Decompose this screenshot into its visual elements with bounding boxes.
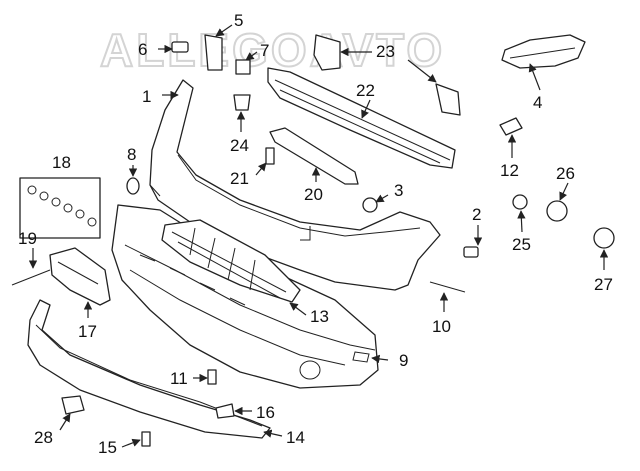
callout-4: 4 [533, 93, 542, 112]
callout-20: 20 [304, 185, 323, 204]
callout-14: 14 [286, 428, 305, 447]
callout-11: 11 [170, 369, 188, 388]
callout-13: 13 [310, 307, 329, 326]
callout-15: 15 [98, 438, 117, 457]
callout-1: 1 [142, 87, 151, 106]
callout-27: 27 [594, 275, 613, 294]
callout-6: 6 [138, 40, 147, 59]
callout-28: 28 [34, 428, 53, 447]
callout-9: 9 [399, 351, 408, 370]
callout-19: 19 [18, 229, 37, 248]
callout-17: 17 [78, 322, 97, 341]
callout-23: 23 [376, 42, 395, 61]
callout-26: 26 [556, 164, 575, 183]
callout-18: 18 [52, 153, 71, 172]
callout-21: 21 [230, 169, 249, 188]
callout-8: 8 [127, 145, 136, 164]
part-small-fasteners [11, 34, 615, 447]
part-clip-set [19, 177, 101, 239]
part-side-bracket [501, 34, 586, 69]
callout-22: 22 [356, 81, 375, 100]
callout-2: 2 [472, 205, 481, 224]
callout-5: 5 [234, 11, 243, 30]
callout-24: 24 [230, 136, 249, 155]
leader-lines [28, 24, 609, 448]
part-grille [161, 219, 301, 303]
callout-7: 7 [260, 41, 269, 60]
part-bracket-23 [313, 34, 461, 116]
callout-25: 25 [512, 235, 531, 254]
callout-3: 3 [394, 181, 403, 200]
part-absorber-bar [269, 127, 359, 185]
part-license-bracket [49, 247, 111, 306]
callout-16: 16 [256, 403, 275, 422]
callout-labels: 1 2 3 4 5 6 7 8 9 10 11 12 13 14 15 16 1… [18, 11, 613, 457]
callout-12: 12 [500, 161, 519, 180]
callout-10: 10 [432, 317, 451, 336]
